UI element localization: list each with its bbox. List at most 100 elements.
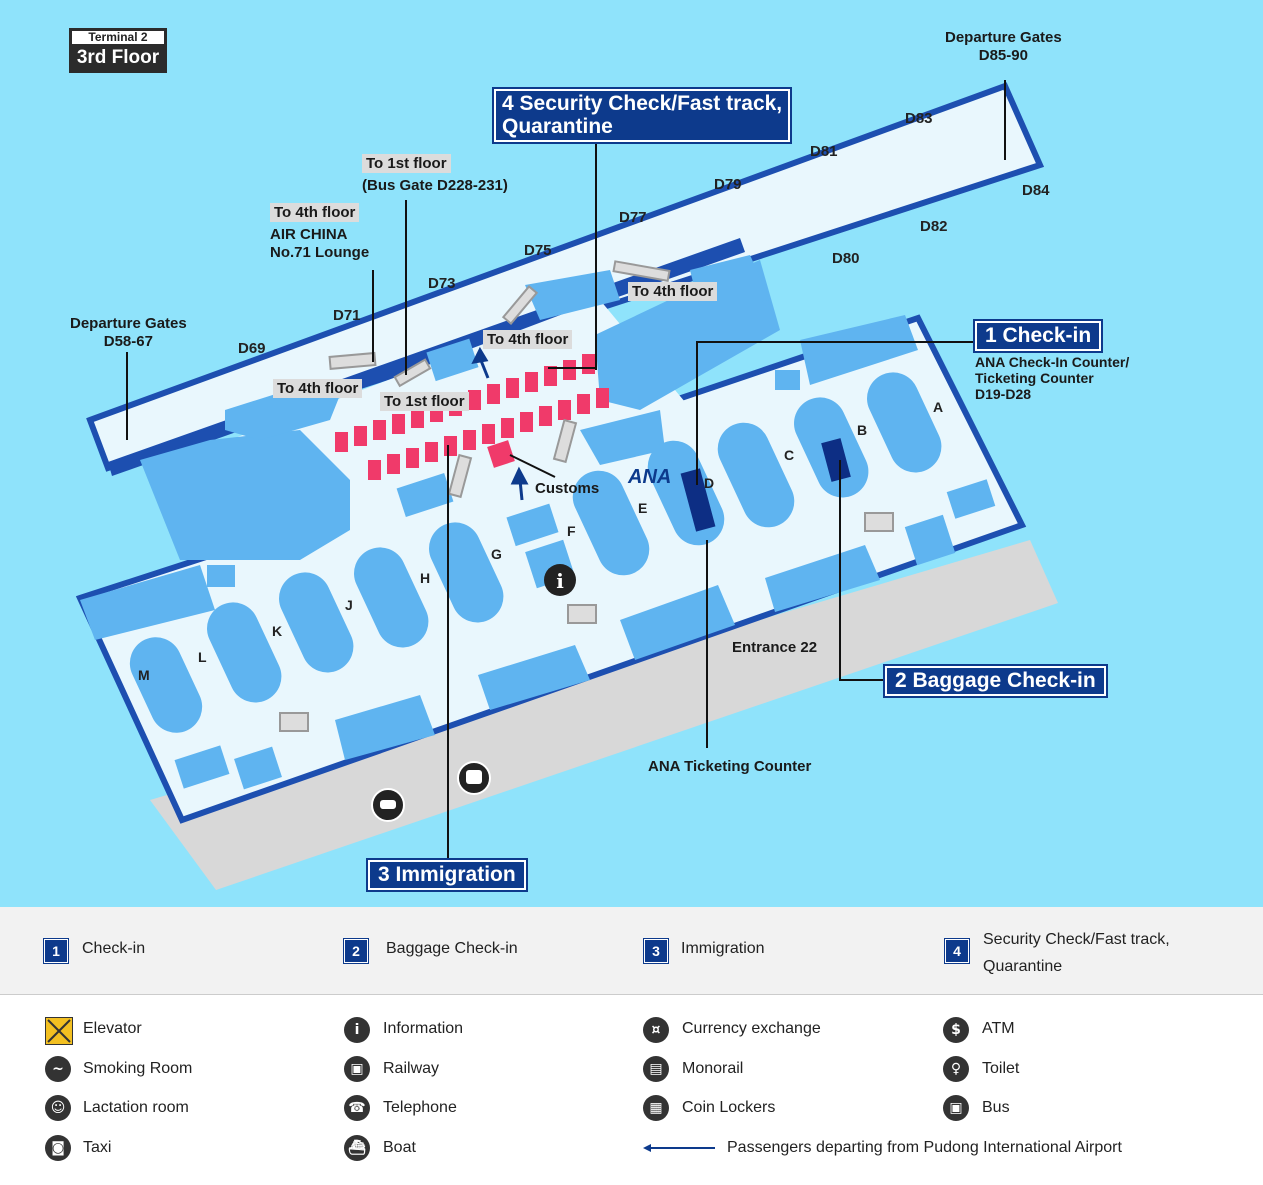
monorail-label: Monorail [682, 1060, 744, 1077]
area-c: C [784, 447, 795, 463]
telephone-label: Telephone [383, 1099, 457, 1116]
gate-d82: D82 [920, 218, 948, 235]
legend-icons: Elevator i Information ¤ Currency exchan… [0, 995, 1263, 1185]
departure-arrow-label: Passengers departing from Pudong Interna… [727, 1139, 1122, 1156]
security-counter [577, 394, 590, 414]
bus-gate-label: (Bus Gate D228-231) [362, 177, 508, 194]
lactation-room-label: Lactation room [83, 1099, 189, 1116]
legend-steps: 1 Check-in 2 Baggage Check-in 3 Immigrat… [0, 907, 1263, 995]
security-counter [558, 400, 571, 420]
departure-arrow-icon [643, 1144, 715, 1152]
security-counter [425, 442, 438, 462]
ana-logo: ANA [628, 466, 672, 488]
lactation-room-icon: ☺ [45, 1095, 71, 1121]
atm-icon: $ [943, 1017, 969, 1043]
entrance-22-label: Entrance 22 [732, 639, 818, 656]
gate-d80: D80 [832, 250, 860, 267]
terminal-map: i Terminal 2 3rd Floor 4 Security Check/… [0, 0, 1263, 907]
gate-d71: D71 [333, 307, 361, 324]
step-1-label: Check-in [82, 940, 146, 957]
information-icon [544, 564, 576, 596]
taxi-icon: ◙ [45, 1135, 71, 1161]
toilet-label: Toilet [982, 1060, 1020, 1077]
security-counter [482, 424, 495, 444]
area-b: B [857, 422, 868, 438]
terminal-label: Terminal 2 [72, 31, 164, 44]
gate-d83: D83 [905, 110, 933, 127]
currency-exchange-label: Currency exchange [682, 1020, 821, 1037]
toilet-icon: ♀ [943, 1056, 969, 1082]
ana-counter-d [680, 468, 716, 532]
departure-gates-right-label: Departure Gates D85-90 [945, 29, 1062, 64]
security-counter [468, 390, 481, 410]
area-j: J [345, 597, 353, 613]
area-h: H [420, 570, 431, 586]
area-k: K [272, 623, 283, 639]
to-4th-floor-label-3: To 4th floor [273, 379, 363, 398]
security-counter [387, 454, 400, 474]
bus-icon: ▣ [943, 1095, 969, 1121]
gate-d73: D73 [428, 275, 456, 292]
step-4-badge: 4 [944, 938, 970, 964]
area-m: M [138, 667, 150, 683]
security-counter [392, 414, 405, 434]
security-counter [525, 372, 538, 392]
security-counter [354, 426, 367, 446]
gate-d75: D75 [524, 242, 552, 259]
step-3-badge: 3 [643, 938, 669, 964]
security-callout: 4 Security Check/Fast track, Quarantine [491, 87, 793, 144]
security-counter [520, 412, 533, 432]
departure-gates-left-label: Departure Gates D58-67 [70, 315, 187, 350]
security-counter [463, 430, 476, 450]
gate-d84: D84 [1022, 182, 1050, 199]
gate-d81: D81 [810, 143, 838, 160]
area-e: E [638, 500, 648, 516]
step-2-label: Baggage Check-in [386, 940, 518, 957]
area-a: A [933, 399, 944, 415]
boat-label: Boat [383, 1139, 416, 1156]
ana-counter-b [821, 438, 851, 482]
railway-icon: ▣ [344, 1056, 370, 1082]
floor-label: 3rd Floor [76, 47, 160, 68]
telephone-icon: ☎ [344, 1095, 370, 1121]
immigration-callout: 3 Immigration [366, 858, 528, 892]
to-4th-floor-air-china-label: To 4th floor [270, 203, 360, 222]
security-counters [335, 354, 609, 480]
security-counter [411, 408, 424, 428]
security-counter [373, 420, 386, 440]
pier-floor [86, 82, 1045, 472]
security-counter [406, 448, 419, 468]
taxi-label: Taxi [83, 1139, 112, 1156]
to-1st-floor-bus-label: To 1st floor [362, 154, 451, 173]
security-counter [368, 460, 381, 480]
area-d: D [704, 475, 715, 491]
baggage-callout: 2 Baggage Check-in [883, 664, 1108, 698]
step-1-badge: 1 [43, 938, 69, 964]
smoking-room-label: Smoking Room [83, 1060, 193, 1077]
information-label: Information [383, 1020, 464, 1037]
coin-lockers-icon: ▦ [643, 1095, 669, 1121]
security-counter [582, 354, 595, 374]
checkin-callout: 1 Check-in [972, 319, 1104, 353]
security-counter [444, 436, 457, 456]
bus-label: Bus [982, 1099, 1010, 1116]
gate-d69: D69 [238, 340, 266, 357]
area-l: L [198, 649, 207, 665]
security-counter [544, 366, 557, 386]
security-counter [487, 384, 500, 404]
boat-icon: ⛴ [344, 1135, 370, 1161]
customs-label: Customs [535, 480, 600, 497]
security-counter [501, 418, 514, 438]
step-4-label: Security Check/Fast track, Quarantine [983, 931, 1170, 975]
callout-lines [126, 80, 1006, 860]
step-3-label: Immigration [681, 940, 765, 957]
escalators [279, 260, 894, 732]
floor-badge: Terminal 2 3rd Floor [69, 28, 167, 73]
atm-label: ATM [982, 1020, 1015, 1037]
smoking-room-icon: ~ [45, 1056, 71, 1082]
departure-arrows [471, 346, 529, 501]
elevator-label: Elevator [83, 1020, 142, 1037]
to-4th-floor-label-1: To 4th floor [628, 282, 718, 301]
area-f: F [567, 523, 576, 539]
currency-exchange-icon: ¤ [643, 1017, 669, 1043]
